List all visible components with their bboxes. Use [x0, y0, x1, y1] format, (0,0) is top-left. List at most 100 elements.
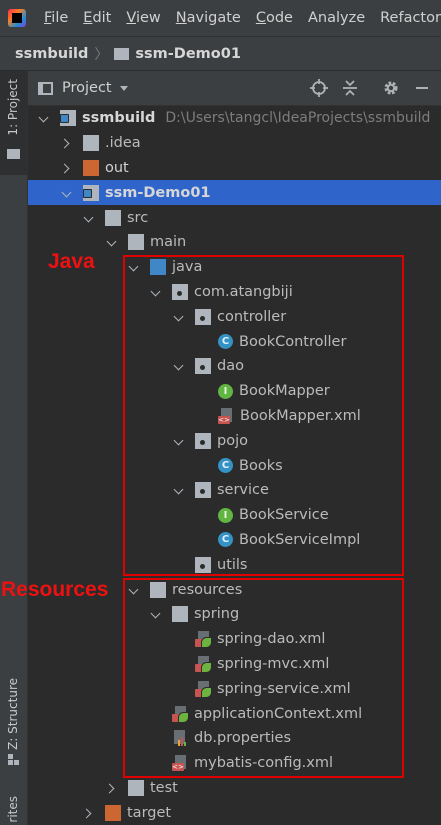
hide-panel-button[interactable]: [413, 79, 431, 97]
tree-row-label: mybatis-config.xml: [194, 755, 334, 772]
tree-row-pojo[interactable]: pojo: [28, 428, 441, 453]
tree-row-books[interactable]: C Books: [28, 453, 441, 478]
collapse-all-icon: [343, 80, 357, 96]
breadcrumb-module[interactable]: ssm-Demo01: [135, 45, 241, 62]
xml-file-icon: <>: [218, 407, 234, 424]
tree-row-bookcontroller[interactable]: C BookController: [28, 329, 441, 354]
tool-tab-favorites-label: rites: [6, 796, 20, 823]
expand-arrow-icon[interactable]: [38, 112, 50, 124]
module-folder-icon: [114, 47, 130, 60]
tree-row-resources[interactable]: resources: [28, 577, 441, 602]
tree-row-bookserviceimpl[interactable]: C BookServiceImpl: [28, 528, 441, 553]
tree-row-label: ssm-Demo01: [105, 184, 211, 201]
breadcrumb: ssmbuild 〉 ssm-Demo01: [0, 36, 441, 71]
menu-code[interactable]: Code: [256, 10, 293, 26]
tree-row-label: dao: [217, 358, 244, 375]
java-annotation-label: Java: [48, 250, 95, 273]
tree-row-bookmapper-xml[interactable]: <> BookMapper.xml: [28, 404, 441, 429]
view-dropdown-icon[interactable]: [119, 85, 128, 91]
menu-code-mnemonic: C: [255, 10, 266, 26]
menu-view-mnemonic: V: [126, 10, 136, 26]
tree-row-com-atangbiji[interactable]: com.atangbiji: [28, 280, 441, 305]
tree-row-out[interactable]: out: [28, 156, 441, 181]
tool-tab-project[interactable]: 1: Project: [0, 71, 27, 175]
tree-row-src[interactable]: src: [28, 205, 441, 230]
menu-file[interactable]: File: [44, 10, 68, 26]
menu-view[interactable]: View: [126, 10, 160, 26]
menu-file-mnemonic: F: [44, 10, 52, 26]
settings-button[interactable]: [382, 79, 400, 97]
package-icon: [195, 308, 211, 325]
excluded-folder-icon: [105, 804, 121, 821]
tree-row-label: main: [150, 234, 187, 251]
collapsed-arrow-icon[interactable]: [61, 162, 73, 174]
tree-row-service[interactable]: service: [28, 478, 441, 503]
tree-row-applicationcontext-xml[interactable]: applicationContext.xml: [28, 701, 441, 726]
expand-arrow-icon[interactable]: [83, 212, 95, 224]
expand-arrow-icon[interactable]: [106, 236, 118, 248]
properties-file-icon: [172, 730, 188, 747]
tree-row-label: java: [172, 259, 203, 276]
folder-icon: [172, 606, 188, 623]
spring-xml-icon: [195, 631, 212, 649]
tree-row-target[interactable]: target: [28, 800, 441, 825]
tree-row-db-properties[interactable]: db.properties: [28, 726, 441, 751]
panel-title[interactable]: Project: [62, 80, 112, 96]
menu-edit[interactable]: Edit: [83, 10, 111, 26]
tree-row-utils[interactable]: utils: [28, 552, 441, 577]
tree-row-test[interactable]: test: [28, 776, 441, 801]
tree-row-label: ssmbuild: [82, 110, 156, 127]
collapse-all-button[interactable]: [341, 79, 359, 97]
project-tree: ssmbuild D:\Users\tangcl\IdeaProjects\ss…: [28, 106, 441, 825]
tree-row-label: utils: [217, 556, 248, 573]
menu-edit-label: dit: [92, 10, 112, 26]
resources-annotation-box: [123, 578, 404, 778]
tree-row-label: out: [105, 159, 129, 176]
tree-row-spring-mvc-xml[interactable]: spring-mvc.xml: [28, 652, 441, 677]
menu-file-label: ile: [51, 10, 69, 26]
collapsed-arrow-icon[interactable]: [83, 807, 95, 819]
tree-row-main[interactable]: main: [28, 230, 441, 255]
structure-icon: [8, 754, 20, 766]
breadcrumb-root[interactable]: ssmbuild: [15, 45, 89, 62]
menu-refactor[interactable]: Refactor: [380, 10, 441, 26]
crosshair-icon: [310, 79, 328, 97]
expand-arrow-icon[interactable]: [61, 187, 73, 199]
project-view-icon: [38, 81, 53, 95]
tree-row-controller[interactable]: controller: [28, 304, 441, 329]
folder-icon: [105, 209, 121, 226]
java-class-icon: C: [218, 532, 233, 548]
tree-row-bookmapper[interactable]: I BookMapper: [28, 379, 441, 404]
tool-tab-structure-label: Z: Structure: [6, 678, 20, 750]
tree-row-label: spring: [194, 606, 240, 623]
menu-navigate[interactable]: Navigate: [176, 10, 241, 26]
tree-row-label: Books: [239, 457, 283, 474]
tree-row-spring[interactable]: spring: [28, 602, 441, 627]
tree-row-spring-dao-xml[interactable]: spring-dao.xml: [28, 627, 441, 652]
tree-row-java[interactable]: java: [28, 255, 441, 280]
folder-icon: [83, 135, 99, 152]
tree-row-label: src: [127, 209, 149, 226]
collapsed-arrow-icon[interactable]: [61, 137, 73, 149]
tree-row-bookservice[interactable]: I BookService: [28, 503, 441, 528]
tree-row-ssmbuild[interactable]: ssmbuild D:\Users\tangcl\IdeaProjects\ss…: [28, 106, 441, 131]
tree-row-dao[interactable]: dao: [28, 354, 441, 379]
locate-file-button[interactable]: [310, 79, 328, 97]
tree-row-ssm-demo01[interactable]: ssm-Demo01: [28, 180, 441, 206]
folder-icon: [128, 234, 144, 251]
menu-analyze[interactable]: Analyze: [308, 10, 365, 26]
menu-navigate-mnemonic: N: [175, 10, 187, 26]
tree-row-idea[interactable]: .idea: [28, 131, 441, 156]
tree-row-spring-service-xml[interactable]: spring-service.xml: [28, 676, 441, 701]
package-icon: [195, 482, 211, 499]
package-icon: [195, 432, 211, 449]
tree-row-mybatis-config-xml[interactable]: <> mybatis-config.xml: [28, 751, 441, 776]
collapsed-arrow-icon[interactable]: [106, 782, 118, 794]
tree-row-label: pojo: [217, 432, 248, 449]
menu-navigate-label: avigate: [186, 10, 241, 26]
spring-xml-icon: [172, 705, 189, 723]
tree-row-label: com.atangbiji: [194, 283, 293, 300]
menu-view-label: iew: [135, 10, 161, 26]
menu-edit-mnemonic: E: [83, 10, 93, 26]
tree-row-label: test: [150, 779, 178, 796]
